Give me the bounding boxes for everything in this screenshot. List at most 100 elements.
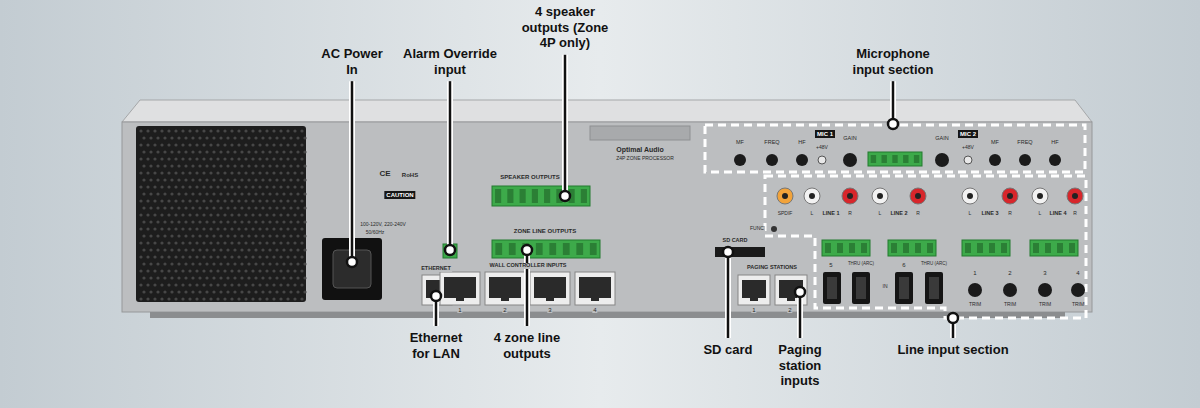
grille-hole	[205, 290, 208, 293]
grille-hole	[296, 234, 299, 237]
grille-hole	[202, 143, 205, 146]
panel-label: MF	[735, 140, 745, 146]
grille-hole	[195, 269, 198, 272]
grille-hole	[195, 171, 198, 174]
panel-label: GAIN	[934, 136, 949, 142]
grille-hole	[289, 164, 292, 167]
grille-hole	[160, 185, 163, 188]
grille-hole	[251, 241, 254, 244]
grille-hole	[268, 136, 271, 139]
grille-hole	[233, 206, 236, 209]
grille-hole	[226, 164, 229, 167]
panel-label: CAUTION	[384, 191, 415, 199]
leader-ring	[522, 245, 532, 255]
grille-hole	[219, 234, 222, 237]
grille-hole	[142, 248, 145, 251]
grille-hole	[279, 171, 282, 174]
terminal-body	[443, 244, 457, 258]
grille-hole	[202, 185, 205, 188]
grille-hole	[233, 136, 236, 139]
port-frame	[530, 272, 570, 305]
grille-hole	[240, 150, 243, 153]
grille-hole	[289, 178, 292, 181]
grille-hole	[275, 192, 278, 195]
grille-hole	[170, 136, 173, 139]
grille-hole	[296, 248, 299, 251]
terminal-screw	[849, 243, 855, 253]
panel-label: TRIM	[968, 302, 982, 307]
grille-hole	[289, 206, 292, 209]
grille-hole	[261, 234, 264, 237]
grille-hole	[167, 227, 170, 230]
terminal-screw	[861, 243, 867, 253]
grille-hole	[247, 248, 250, 251]
grille-hole	[254, 234, 257, 237]
grille-hole	[184, 248, 187, 251]
grille-hole	[268, 290, 271, 293]
grille-hole	[212, 276, 215, 279]
grille-hole	[174, 297, 177, 300]
grille-hole	[258, 199, 261, 202]
panel-label: 50/60Hz	[365, 230, 386, 235]
grille-hole	[198, 136, 201, 139]
grille-hole	[275, 206, 278, 209]
grille-hole	[219, 150, 222, 153]
grille-hole	[160, 255, 163, 258]
grille-hole	[268, 206, 271, 209]
terminal-screw	[544, 189, 550, 203]
rca-jack	[804, 188, 820, 204]
grille-hole	[139, 213, 142, 216]
terminal-screw	[495, 189, 501, 203]
grille-hole	[237, 171, 240, 174]
port-latch	[546, 297, 554, 301]
terminal-body	[1030, 240, 1078, 256]
eq-knob	[1019, 154, 1031, 166]
grille-hole	[293, 283, 296, 286]
grille-hole	[177, 276, 180, 279]
grille-hole	[139, 143, 142, 146]
grille-hole	[188, 269, 191, 272]
grille-hole	[237, 213, 240, 216]
terminal-screw	[1069, 243, 1075, 253]
leader-line	[799, 292, 802, 338]
grille-hole	[198, 234, 201, 237]
grille-hole	[209, 269, 212, 272]
grille-hole	[258, 227, 261, 230]
grille-hole	[286, 171, 289, 174]
grille-hole	[244, 255, 247, 258]
port-latch	[501, 297, 509, 301]
grille-hole	[160, 283, 163, 286]
grille-hole	[254, 178, 257, 181]
panel-label: 2	[502, 307, 507, 313]
panel-label: SPEAKER OUTPUTS	[499, 174, 560, 180]
terminal-screw	[825, 243, 831, 253]
grille-hole	[181, 213, 184, 216]
panel-label: L	[968, 211, 973, 216]
grille-hole	[244, 283, 247, 286]
grille-hole	[293, 143, 296, 146]
grille-hole	[261, 192, 264, 195]
grille-hole	[230, 143, 233, 146]
callout-label: Microphone input section	[846, 46, 941, 77]
leader-line-halo	[890, 81, 896, 124]
grille-hole	[149, 248, 152, 251]
grille-hole	[282, 262, 285, 265]
grille-hole	[251, 171, 254, 174]
grille-hole	[142, 178, 145, 181]
grille-hole	[153, 269, 156, 272]
port-frame	[485, 272, 525, 305]
grille-hole	[184, 164, 187, 167]
leader-ring	[560, 191, 570, 201]
leader-ring	[795, 287, 805, 297]
grille-hole	[160, 171, 163, 174]
grille-hole	[247, 178, 250, 181]
terminal-block	[888, 240, 936, 256]
grille-hole	[181, 269, 184, 272]
grille-hole	[177, 206, 180, 209]
grille-hole	[209, 143, 212, 146]
terminal-block	[1030, 240, 1078, 256]
grille-hole	[149, 220, 152, 223]
grille-hole	[223, 185, 226, 188]
panel-label: 6	[901, 262, 906, 268]
grille-hole	[195, 297, 198, 300]
